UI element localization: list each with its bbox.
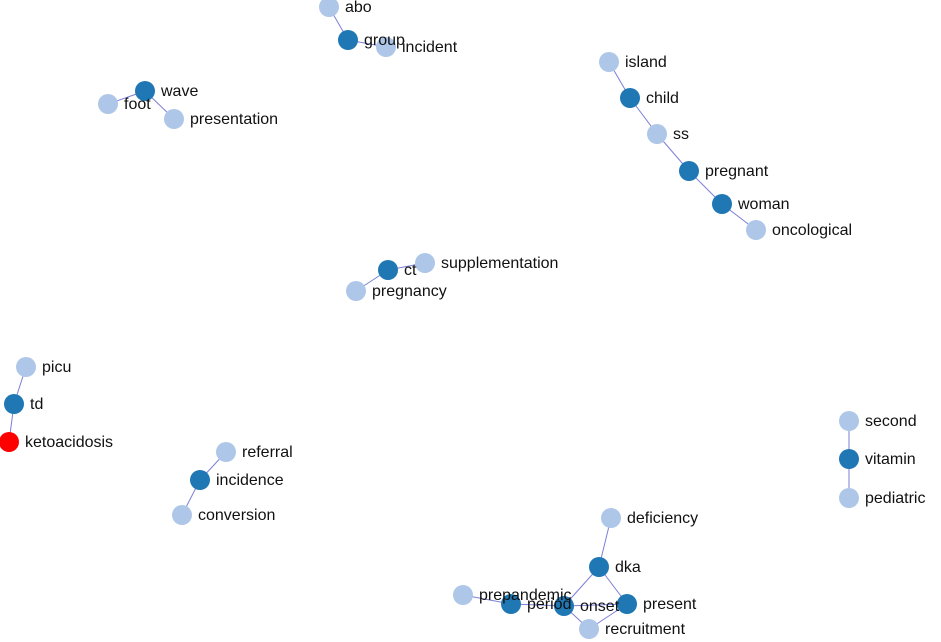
node-label-vitamin: vitamin [865, 451, 916, 468]
node-label-island: island [625, 54, 667, 71]
node-referral[interactable] [216, 442, 236, 462]
node-label-ss: ss [673, 126, 689, 143]
node-second[interactable] [839, 411, 859, 431]
node-label-ct: ct [404, 262, 417, 279]
node-deficiency[interactable] [601, 508, 621, 528]
node-wave[interactable] [135, 81, 155, 101]
node-pediatric[interactable] [839, 488, 859, 508]
node-label-abo: abo [345, 0, 372, 16]
node-supplementation[interactable] [415, 253, 435, 273]
node-label-pediatric: pediatric [865, 490, 925, 507]
node-label-woman: woman [737, 196, 790, 213]
node-label-period: period [527, 596, 571, 613]
node-presentation[interactable] [164, 109, 184, 129]
node-label-wave: wave [160, 83, 198, 100]
node-label-ketoacidosis: ketoacidosis [25, 434, 113, 451]
node-label-pregnancy: pregnancy [372, 283, 447, 300]
node-ct[interactable] [378, 260, 398, 280]
node-label-presentation: presentation [190, 111, 278, 128]
node-recruitment[interactable] [579, 619, 599, 639]
node-label-recruitment: recruitment [605, 621, 686, 638]
node-label-referral: referral [242, 444, 293, 461]
node-picu[interactable] [16, 357, 36, 377]
node-incident[interactable] [376, 37, 396, 57]
node-woman[interactable] [712, 194, 732, 214]
node-incidence[interactable] [190, 470, 210, 490]
node-vitamin[interactable] [839, 449, 859, 469]
node-pregnant[interactable] [679, 161, 699, 181]
node-label-td: td [30, 396, 43, 413]
node-conversion[interactable] [172, 505, 192, 525]
node-present[interactable] [617, 594, 637, 614]
node-dka[interactable] [589, 557, 609, 577]
node-label-pregnant: pregnant [705, 163, 769, 180]
node-label-picu: picu [42, 359, 71, 376]
node-label-child: child [646, 90, 679, 107]
node-prepandemic[interactable] [453, 585, 473, 605]
node-abo[interactable] [319, 0, 339, 17]
node-child[interactable] [620, 88, 640, 108]
node-label-deficiency: deficiency [627, 510, 698, 527]
node-label-onset: onset [580, 598, 620, 615]
nodes-layer [0, 0, 859, 639]
node-ss[interactable] [647, 124, 667, 144]
node-foot[interactable] [98, 94, 118, 114]
node-label-incidence: incidence [216, 472, 284, 489]
node-label-second: second [865, 413, 917, 430]
node-group[interactable] [338, 30, 358, 50]
node-label-foot: foot [124, 96, 151, 113]
node-label-supplementation: supplementation [441, 255, 558, 272]
node-label-oncological: oncological [772, 222, 852, 239]
node-label-prepandemic: prepandemic [479, 587, 572, 604]
node-period[interactable] [501, 594, 521, 614]
node-label-present: present [643, 596, 697, 613]
node-label-group: group [364, 32, 405, 49]
node-td[interactable] [4, 394, 24, 414]
node-oncological[interactable] [746, 220, 766, 240]
node-ketoacidosis[interactable] [0, 432, 19, 452]
node-label-dka: dka [615, 559, 641, 576]
node-label-conversion: conversion [198, 507, 275, 524]
edge-onset-present [563, 603, 628, 607]
node-island[interactable] [599, 52, 619, 72]
node-onset[interactable] [554, 596, 574, 616]
node-pregnancy[interactable] [346, 281, 366, 301]
node-label-incident: incident [402, 39, 458, 56]
